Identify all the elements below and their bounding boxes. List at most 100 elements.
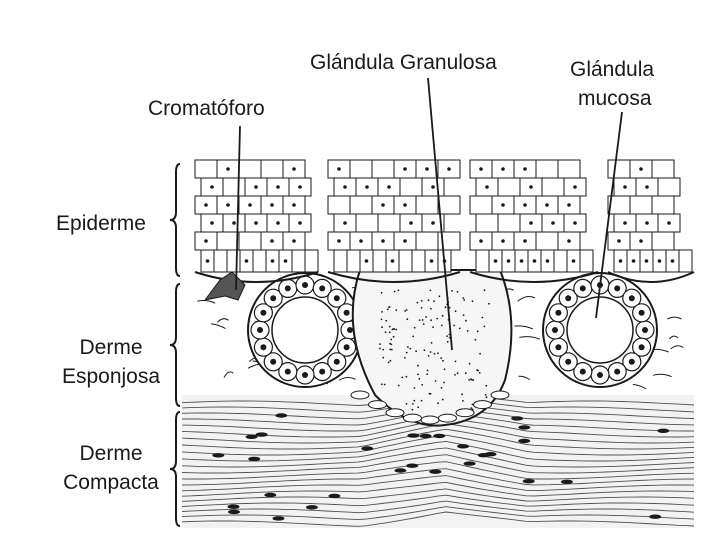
epidermal-cell <box>498 178 520 196</box>
epidermal-cell-nucleus <box>206 259 210 263</box>
granule <box>463 314 465 316</box>
epidermal-cell <box>608 160 630 178</box>
epidermal-cell-nucleus <box>271 259 275 263</box>
fibroblast-nucleus <box>273 516 285 520</box>
gland-cell-nucleus <box>344 310 350 316</box>
connective-fibre <box>514 326 533 329</box>
epidermal-cell <box>412 250 425 272</box>
granule <box>414 387 416 389</box>
connective-fibre <box>217 319 228 323</box>
granule <box>406 318 408 320</box>
epidermal-cell-nucleus <box>284 259 288 263</box>
granule <box>423 323 425 325</box>
gland-cell-nucleus <box>260 344 266 350</box>
gland-cell-nucleus <box>639 310 645 316</box>
granule <box>406 309 408 311</box>
granule <box>453 325 455 327</box>
granule <box>392 329 394 331</box>
connective-fibre <box>671 346 684 349</box>
granule <box>430 393 432 395</box>
connective-fibre <box>339 378 355 381</box>
granule <box>388 306 390 308</box>
granule <box>409 348 411 350</box>
connective-fibre <box>633 385 646 390</box>
gland-cell-nucleus <box>302 372 308 378</box>
fibroblast-nucleus <box>561 480 573 484</box>
granule <box>475 339 477 341</box>
label-glandula-mucosa-line2: mucosa <box>578 86 652 111</box>
label-cromatoforo: Cromatóforo <box>148 96 265 121</box>
granule <box>446 335 448 337</box>
epidermal-cell <box>630 196 652 214</box>
connective-fibre <box>519 337 540 340</box>
fibroblast-nucleus <box>228 510 240 514</box>
granule <box>385 331 387 333</box>
granule <box>389 349 391 351</box>
connective-fibre <box>653 374 672 376</box>
granule <box>418 378 420 380</box>
epidermal-cell-nucleus <box>381 203 385 207</box>
granule <box>389 326 391 328</box>
epidermal-cell <box>350 160 372 178</box>
granule <box>467 330 469 332</box>
epidermal-cell <box>476 250 489 272</box>
epidermal-cell <box>554 250 567 272</box>
epidermal-cell-nucleus <box>254 221 258 225</box>
epidermal-cell <box>416 232 438 250</box>
epidermal-cell <box>470 196 492 214</box>
epidermal-cell <box>347 250 360 272</box>
label-derme-compacta-line1: Derme <box>52 441 170 466</box>
granule <box>454 374 456 376</box>
epidermal-cell <box>558 160 580 178</box>
epidermal-cell-nucleus <box>298 185 302 189</box>
fibroblast-nucleus <box>394 468 406 472</box>
granule <box>430 319 432 321</box>
granule <box>382 357 384 359</box>
granule <box>385 320 387 322</box>
fibroblast-nucleus <box>256 432 268 436</box>
brace-derme-compacta <box>170 412 180 526</box>
epidermal-cell <box>350 196 372 214</box>
granule <box>421 307 423 309</box>
epidermal-cell-nucleus <box>204 239 208 243</box>
granule <box>427 370 429 372</box>
fibroblast-nucleus <box>457 444 469 448</box>
granule <box>442 399 444 401</box>
granule <box>390 360 392 362</box>
epidermal-cell <box>580 250 593 272</box>
gland-cell-nucleus <box>555 310 561 316</box>
epidermal-cell-nucleus <box>632 259 636 263</box>
granule <box>428 355 430 357</box>
granule <box>465 372 467 374</box>
epidermal-cell <box>261 160 283 178</box>
granule <box>468 379 470 381</box>
epidermal-cell-nucleus <box>485 185 489 189</box>
granule <box>413 400 415 402</box>
epidermal-cell-nucleus <box>645 221 649 225</box>
connective-fibre <box>518 296 536 301</box>
granular-gland-cell <box>439 414 457 422</box>
granule <box>461 393 463 395</box>
epidermal-cell <box>652 160 674 178</box>
epidermal-cell-nucleus <box>210 221 214 225</box>
fibroblast-nucleus <box>275 413 287 417</box>
epidermal-cell-nucleus <box>430 259 434 263</box>
epidermal-cell <box>399 250 412 272</box>
granule <box>447 341 449 343</box>
granule <box>391 349 393 351</box>
granule <box>433 300 435 302</box>
granule <box>462 297 464 299</box>
granule <box>412 403 414 405</box>
label-derme-esponjosa-line1: Derme <box>52 335 170 360</box>
epidermal-cell <box>239 160 261 178</box>
granule <box>437 352 439 354</box>
epidermal-cell-nucleus <box>623 221 627 225</box>
gland-cell-nucleus <box>319 285 325 291</box>
granule <box>430 308 432 310</box>
epidermal-cell-nucleus <box>545 203 549 207</box>
granule <box>382 349 384 351</box>
epidermal-cell-nucleus <box>667 221 671 225</box>
epidermal-cell-nucleus <box>292 203 296 207</box>
brace-derme-esponjosa <box>170 284 180 406</box>
